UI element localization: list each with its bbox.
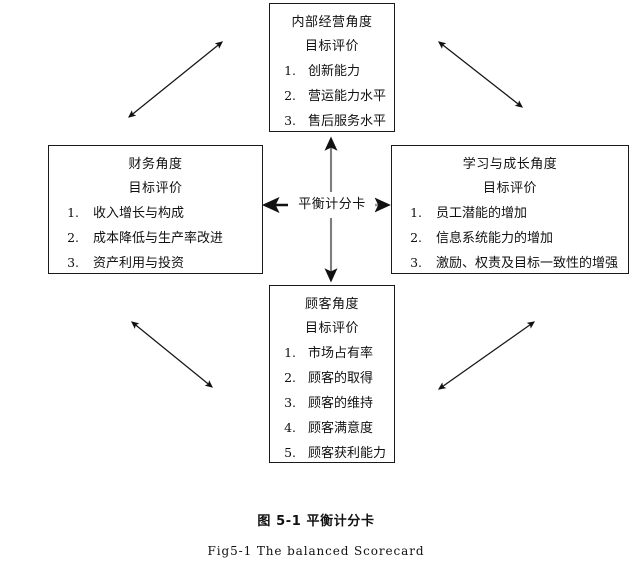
list-item-label: 成本降低与生产率改进 bbox=[93, 231, 224, 246]
list-item-number: 4. bbox=[284, 420, 296, 435]
diagonal-top-left-arrow bbox=[128, 41, 223, 118]
objective-list-finance: 1. 收入增长与构成 2. 成本降低与生产率改进 3. 资产利用与投资 bbox=[49, 201, 262, 276]
list-item-label: 激励、权责及目标一致性的增强 bbox=[436, 256, 619, 271]
list-item-label: 收入增长与构成 bbox=[93, 206, 185, 221]
box-title-finance: 财务角度 bbox=[128, 157, 183, 172]
box-subtitle-customer: 目标评价 bbox=[304, 321, 359, 336]
list-item-number: 3. bbox=[67, 255, 79, 270]
list-item-number: 2. bbox=[284, 370, 296, 385]
list-item-label: 营运能力水平 bbox=[308, 89, 387, 104]
perspective-box-customer: 顾客角度 目标评价 1. 市场占有率 2. 顾客的取得 3. 顾客的维持 4. 顾客满意… bbox=[269, 285, 395, 463]
center-label: 平衡计分卡 bbox=[289, 195, 375, 215]
list-item-number: 3. bbox=[284, 395, 296, 410]
box-subtitle-internal: 目标评价 bbox=[304, 39, 359, 54]
list-item-number: 3. bbox=[410, 255, 422, 270]
list-item-label: 市场占有率 bbox=[308, 346, 374, 361]
perspective-box-learning: 学习与成长角度 目标评价 1. 员工潜能的增加 2. 信息系统能力的增加 3. 激励、… bbox=[391, 145, 629, 274]
list-item-number: 1. bbox=[67, 205, 79, 220]
list-item: 5. 顾客获利能力 bbox=[270, 441, 394, 466]
list-item-number: 1. bbox=[410, 205, 422, 220]
list-item-number: 1. bbox=[284, 63, 296, 78]
diagonal-bottom-right-arrow bbox=[437, 321, 536, 390]
perspective-box-internal: 内部经营角度 目标评价 1. 创新能力 2. 营运能力水平 3. 售后服务水平 bbox=[269, 3, 395, 132]
list-item-label: 顾客满意度 bbox=[308, 421, 374, 436]
figure-caption-english: Fig5-1 The balanced Scorecard bbox=[207, 544, 425, 558]
list-item-number: 3. bbox=[284, 113, 296, 128]
list-item-label: 顾客获利能力 bbox=[308, 446, 387, 461]
figure-caption: 图 5-1 平衡计分卡 Fig5-1 The balanced Scorecar… bbox=[0, 512, 632, 561]
list-item: 2. 顾客的取得 bbox=[270, 366, 394, 391]
list-item-number: 5. bbox=[284, 445, 296, 460]
list-item-number: 2. bbox=[410, 230, 422, 245]
list-item: 1. 市场占有率 bbox=[270, 341, 394, 366]
box-title-internal: 内部经营角度 bbox=[291, 15, 373, 30]
figure-caption-chinese: 图 5-1 平衡计分卡 bbox=[257, 514, 375, 529]
list-item-label: 员工潜能的增加 bbox=[436, 206, 528, 221]
perspective-box-finance: 财务角度 目标评价 1. 收入增长与构成 2. 成本降低与生产率改进 3. 资产利用与… bbox=[48, 145, 263, 274]
list-item-label: 信息系统能力的增加 bbox=[436, 231, 554, 246]
box-title-customer: 顾客角度 bbox=[304, 297, 359, 312]
list-item-label: 资产利用与投资 bbox=[93, 256, 185, 271]
list-item: 2. 营运能力水平 bbox=[270, 84, 394, 109]
list-item-number: 2. bbox=[284, 88, 296, 103]
objective-list-learning: 1. 员工潜能的增加 2. 信息系统能力的增加 3. 激励、权责及目标一致性的增强 bbox=[392, 201, 628, 276]
list-item-label: 顾客的维持 bbox=[308, 396, 374, 411]
box-subtitle-learning: 目标评价 bbox=[482, 181, 537, 196]
list-item: 3. 顾客的维持 bbox=[270, 391, 394, 416]
diagonal-top-right-arrow bbox=[438, 41, 523, 108]
list-item-number: 2. bbox=[67, 230, 79, 245]
list-item: 2. 信息系统能力的增加 bbox=[392, 226, 628, 251]
list-item: 2. 成本降低与生产率改进 bbox=[49, 226, 262, 251]
diagonal-bottom-left-arrow bbox=[131, 321, 213, 388]
box-title-learning: 学习与成长角度 bbox=[462, 157, 558, 172]
list-item: 1. 创新能力 bbox=[270, 59, 394, 84]
list-item-number: 1. bbox=[284, 345, 296, 360]
list-item-label: 售后服务水平 bbox=[308, 114, 387, 129]
list-item: 4. 顾客满意度 bbox=[270, 416, 394, 441]
list-item-label: 顾客的取得 bbox=[308, 371, 374, 386]
list-item: 3. 售后服务水平 bbox=[270, 109, 394, 134]
list-item: 3. 资产利用与投资 bbox=[49, 251, 262, 276]
list-item: 3. 激励、权责及目标一致性的增强 bbox=[392, 251, 628, 276]
list-item-label: 创新能力 bbox=[308, 64, 361, 79]
list-item: 1. 员工潜能的增加 bbox=[392, 201, 628, 226]
box-subtitle-finance: 目标评价 bbox=[128, 181, 183, 196]
objective-list-customer: 1. 市场占有率 2. 顾客的取得 3. 顾客的维持 4. 顾客满意度 5. 顾客获利能力 bbox=[270, 341, 394, 466]
objective-list-internal: 1. 创新能力 2. 营运能力水平 3. 售后服务水平 bbox=[270, 59, 394, 134]
list-item: 1. 收入增长与构成 bbox=[49, 201, 262, 226]
